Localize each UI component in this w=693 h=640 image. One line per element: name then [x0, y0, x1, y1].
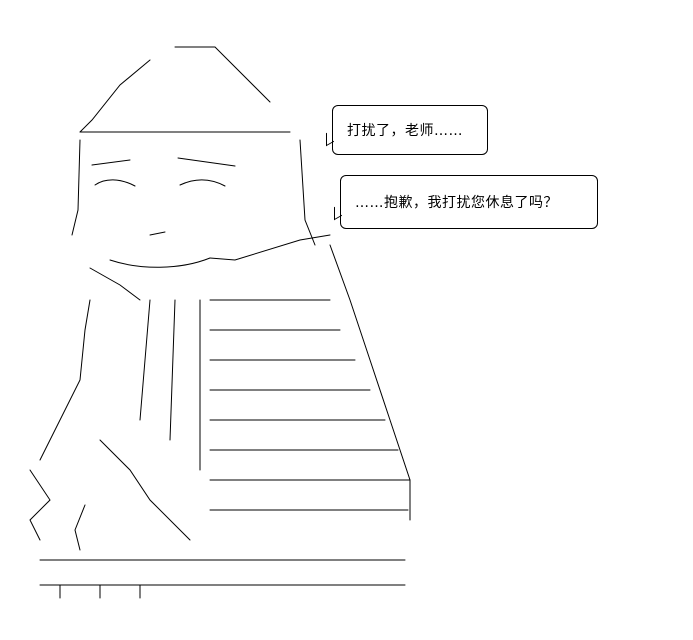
greeting-text: 打扰了，老师…… — [347, 123, 463, 139]
hat-outline — [174, 46, 271, 103]
brow-left — [91, 159, 131, 166]
skirt — [39, 559, 406, 586]
apology-text: ……抱歉，我打扰您休息了吗？ — [355, 195, 558, 211]
body-right — [329, 244, 411, 521]
mouth — [149, 231, 166, 236]
cape-folds — [139, 299, 201, 471]
hand-left — [29, 469, 51, 541]
speech-bubble-greeting: 打扰了，老师…… — [332, 105, 488, 155]
collar-right — [209, 234, 331, 261]
hat-left — [79, 59, 151, 133]
cape-hatch — [209, 299, 411, 511]
hand-right — [74, 504, 86, 551]
eye-left — [94, 179, 136, 187]
skirt-bottom — [59, 584, 141, 599]
hair-left — [71, 139, 81, 236]
hair-right — [299, 139, 316, 246]
eye-right — [179, 179, 226, 187]
collar-left — [89, 267, 141, 301]
speech-bubble-apology: ……抱歉，我打扰您休息了吗？ — [340, 175, 598, 229]
chin — [109, 257, 211, 268]
arm — [99, 439, 191, 541]
body-left — [39, 299, 91, 461]
brow-right — [177, 157, 236, 167]
